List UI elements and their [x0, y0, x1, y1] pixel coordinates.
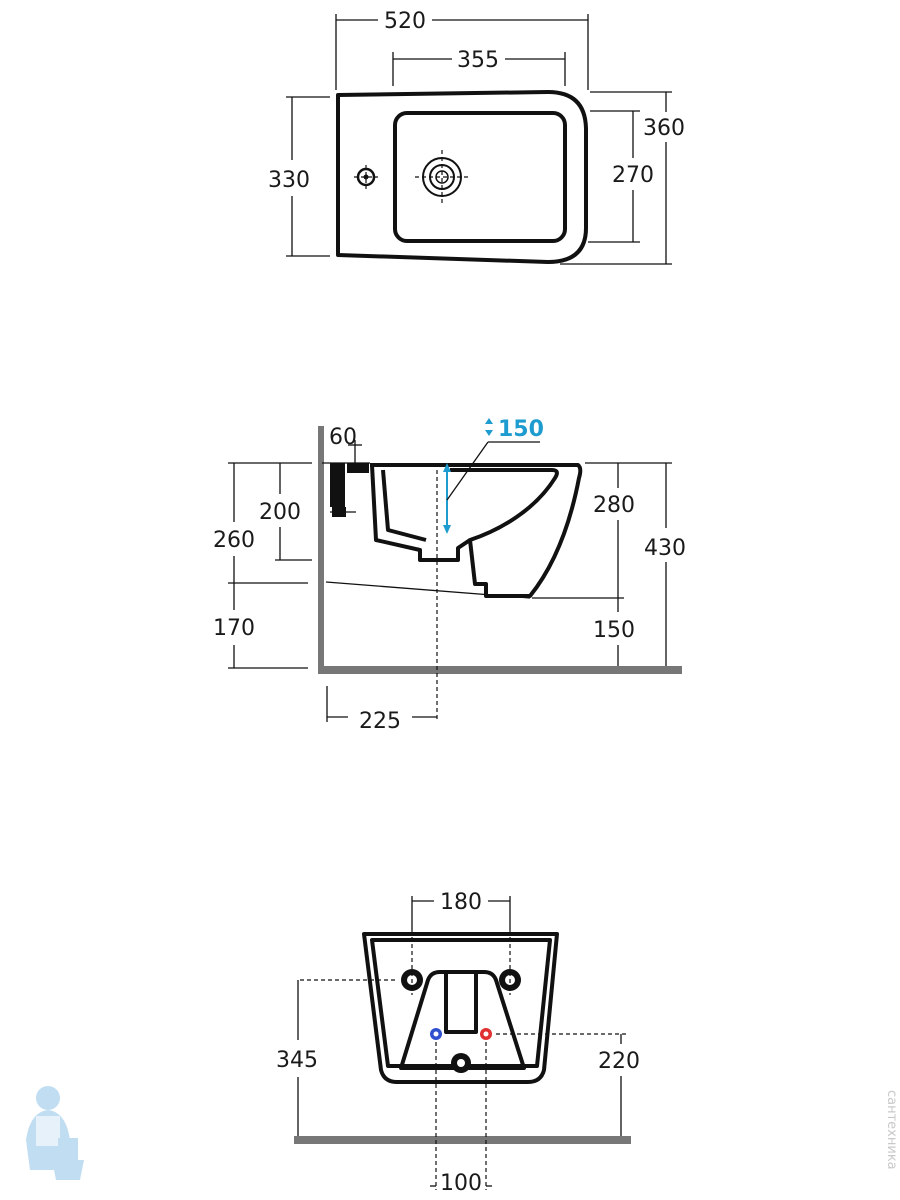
back-view-inner [370, 938, 552, 1068]
dim-supply-height: 220 [598, 1049, 640, 1074]
dim-rim-offset: 60 [329, 425, 357, 450]
dim-rim-to-outlet: 260 [213, 528, 255, 553]
dim-overall-length: 520 [384, 9, 426, 34]
top-view: 520 355 330 360 270 [268, 9, 685, 265]
wall [318, 426, 324, 674]
floor-back [294, 1136, 631, 1144]
dim-spout-range: 150 [498, 417, 544, 442]
tap-hole-center [363, 174, 369, 180]
mounting-pad [347, 463, 369, 473]
watermark-text: сантехника [884, 1090, 899, 1170]
dim-base-height: 150 [593, 618, 635, 643]
dim-bowl-length: 355 [457, 48, 499, 73]
dim-total-height: 430 [644, 536, 686, 561]
mounting-bolt [332, 507, 346, 517]
top-view-bowl [393, 111, 567, 243]
dim-bolt-spacing: 180 [440, 890, 482, 915]
dim-bowl-width: 270 [612, 163, 654, 188]
back-view-slot [444, 970, 478, 1034]
mounting-block [330, 463, 345, 507]
side-view-outline [370, 463, 583, 598]
dim-floor-to-base: 170 [213, 616, 255, 641]
side-view: 60 150 200 260 170 280 [213, 417, 686, 734]
side-view-bowl-inner [370, 464, 472, 562]
floor-side [318, 666, 682, 674]
dim-overall-width: 360 [643, 116, 685, 141]
dim-inlet-height: 200 [259, 500, 301, 525]
dim-wall-to-drain: 225 [359, 709, 401, 734]
back-view-outline [362, 932, 559, 1084]
drain-outer [422, 157, 462, 197]
back-view: 180 345 220 100 [276, 890, 640, 1196]
dim-depth: 330 [268, 168, 310, 193]
watermark-logo [26, 1086, 84, 1180]
top-view-outline [336, 90, 588, 264]
side-view-bowl-wall [381, 469, 427, 542]
back-view-recess [399, 970, 526, 1070]
dim-supply-spacing: 100 [440, 1171, 482, 1196]
dim-bolt-height: 345 [276, 1048, 318, 1073]
dim-bowl-height: 280 [593, 493, 635, 518]
